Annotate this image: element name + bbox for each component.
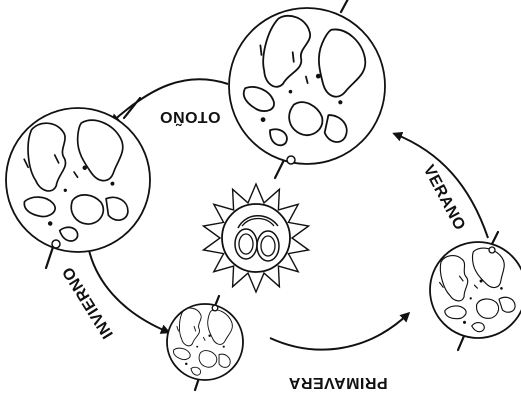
earth-globe-winter bbox=[6, 98, 150, 268]
label-winter: INVIERNO bbox=[59, 263, 117, 341]
earth-globe-spring bbox=[167, 296, 243, 390]
earth-globe-autumn bbox=[229, 0, 385, 178]
earth-globe-summer bbox=[429, 232, 521, 350]
arrow-winter-to-spring bbox=[270, 314, 408, 350]
label-autumn: OTOÑO bbox=[160, 108, 221, 128]
label-summer: VERANO bbox=[420, 162, 469, 233]
label-spring: PRIMAVERA bbox=[288, 374, 387, 391]
sun-icon bbox=[203, 184, 308, 292]
